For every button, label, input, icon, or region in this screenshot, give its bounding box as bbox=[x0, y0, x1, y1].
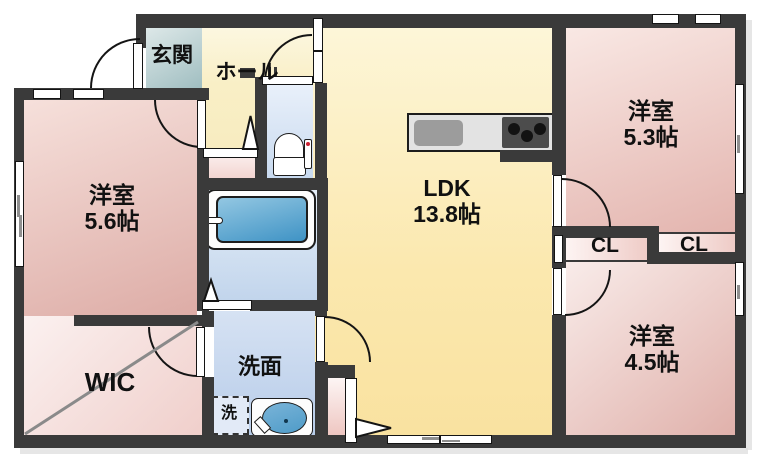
room-56-floor bbox=[24, 100, 197, 316]
window bbox=[652, 14, 679, 24]
door-leaf bbox=[197, 100, 206, 149]
wall bbox=[197, 178, 328, 190]
wall bbox=[197, 88, 209, 100]
window bbox=[735, 84, 744, 194]
room-label-text: 洋室 bbox=[627, 98, 674, 124]
wall bbox=[315, 311, 327, 316]
room-45-floor bbox=[566, 233, 735, 435]
room-label-text: 洗 bbox=[220, 405, 238, 422]
washbasin-drain bbox=[284, 419, 288, 423]
door-hinge-tick bbox=[274, 67, 277, 76]
room-label-text: 玄関 bbox=[151, 44, 193, 67]
wall bbox=[197, 149, 209, 311]
stove-burner-icon bbox=[521, 130, 533, 142]
room-label-genkan: 玄関 bbox=[151, 44, 193, 68]
closet-door-panel bbox=[554, 235, 563, 263]
door-leaf bbox=[316, 316, 325, 362]
room-label-text: LDK bbox=[423, 175, 471, 201]
toilet-tank-icon bbox=[273, 157, 306, 176]
stove-burner-icon bbox=[508, 123, 520, 135]
room-label-text: WIC bbox=[84, 367, 136, 397]
door-leaf bbox=[553, 268, 562, 315]
closet-right-floor bbox=[659, 234, 735, 252]
wall bbox=[14, 435, 746, 448]
wall bbox=[500, 150, 557, 162]
window bbox=[695, 14, 721, 24]
room-label-text: 洗面 bbox=[237, 354, 283, 379]
stove-burner-icon bbox=[534, 123, 546, 135]
room-label-wic: WIC bbox=[84, 367, 136, 397]
room-label-text: ホール bbox=[215, 61, 279, 84]
room-label-56: 洋室 5.6帖 bbox=[84, 182, 140, 235]
window bbox=[73, 89, 104, 99]
toilet-control-panel-icon bbox=[304, 139, 312, 169]
door-hinge-tick bbox=[268, 67, 271, 76]
wall bbox=[735, 14, 746, 448]
room-hall-floor-lower bbox=[202, 84, 256, 148]
wall bbox=[552, 226, 658, 238]
room-label-text: 洋室 bbox=[628, 323, 675, 349]
wall bbox=[202, 377, 214, 437]
ldk-alcove-floor bbox=[328, 378, 345, 437]
closet-left-floor bbox=[566, 238, 647, 262]
wall bbox=[14, 88, 209, 100]
wall bbox=[14, 88, 24, 448]
room-label-53: 洋室 5.3帖 bbox=[623, 98, 679, 151]
wall bbox=[240, 68, 255, 78]
sliding-door bbox=[202, 300, 252, 310]
wall bbox=[317, 190, 328, 311]
wall bbox=[136, 14, 746, 28]
window bbox=[33, 89, 61, 99]
wall bbox=[552, 315, 566, 435]
closet-left-front-line bbox=[566, 260, 647, 262]
room-genkan-floor2 bbox=[146, 28, 202, 88]
plan-shadow-right bbox=[746, 20, 752, 450]
washer-label: 洗 bbox=[221, 405, 237, 423]
sliding-door bbox=[203, 148, 258, 158]
door-leaf bbox=[196, 327, 205, 377]
wall bbox=[202, 311, 214, 327]
wall bbox=[255, 77, 267, 188]
closet-label-right: CL bbox=[680, 233, 708, 257]
room-label-45: 洋室 4.5帖 bbox=[624, 323, 680, 376]
plan-shadow-bottom bbox=[20, 448, 748, 454]
wall bbox=[315, 83, 327, 190]
kitchen-sink-icon bbox=[414, 120, 463, 146]
wall bbox=[552, 14, 566, 175]
room-label-washroom: 洗面 bbox=[237, 354, 283, 380]
window bbox=[15, 161, 24, 267]
bathtub-icon bbox=[216, 196, 308, 243]
room-label-ldk: LDK 13.8帖 bbox=[413, 175, 481, 228]
wall bbox=[250, 300, 328, 311]
toilet-control-light bbox=[306, 142, 310, 146]
room-label-text: 洋室 bbox=[88, 182, 135, 208]
window bbox=[387, 435, 492, 444]
room-area-text: 5.6帖 bbox=[84, 207, 140, 234]
door-leaf bbox=[262, 76, 313, 85]
entrance-door-leaf bbox=[133, 43, 143, 89]
sliding-door bbox=[313, 18, 323, 83]
closet-right-front-line bbox=[659, 232, 735, 234]
door-leaf bbox=[553, 175, 562, 227]
window bbox=[735, 262, 744, 316]
closet-label-left: CL bbox=[591, 234, 619, 258]
room-label-text: CL bbox=[680, 233, 708, 256]
room-area-text: 4.5帖 bbox=[624, 348, 680, 375]
room-area-text: 13.8帖 bbox=[413, 200, 481, 227]
room-label-text: CL bbox=[591, 234, 619, 257]
wall bbox=[74, 315, 204, 326]
sliding-door bbox=[345, 378, 357, 443]
wall bbox=[315, 365, 355, 378]
wall bbox=[650, 252, 737, 264]
room-label-hall: ホール bbox=[216, 61, 279, 85]
wall bbox=[315, 362, 328, 437]
wall bbox=[136, 14, 146, 48]
room-area-text: 5.3帖 bbox=[623, 123, 679, 150]
